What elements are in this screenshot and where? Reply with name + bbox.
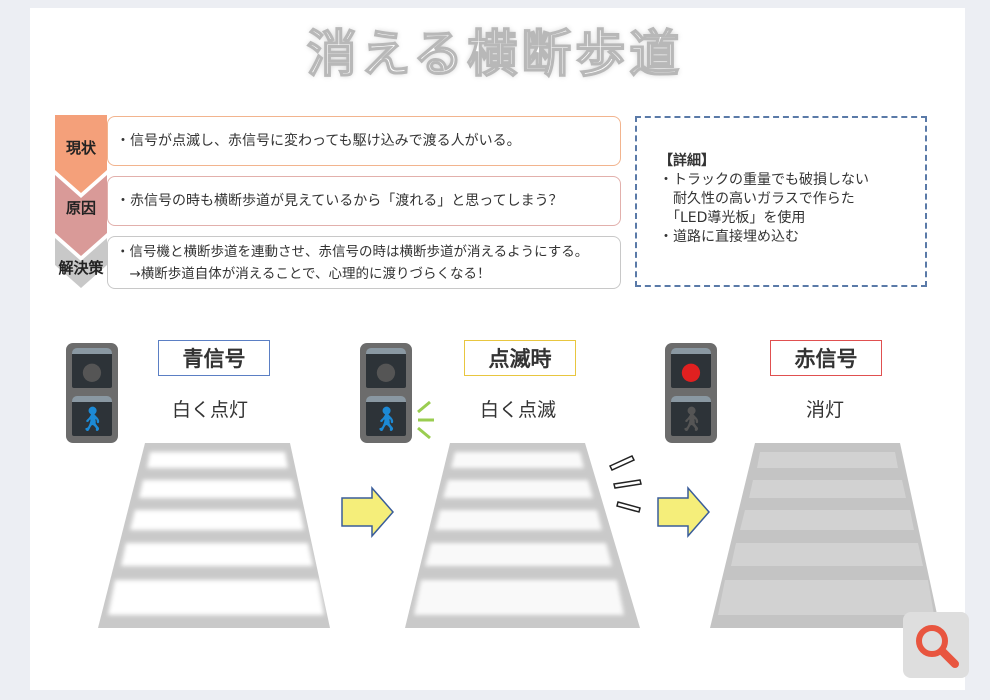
text-line: ・赤信号の時も横断歩道が見えているから「渡れる」と思ってしまう？ xyxy=(116,193,563,209)
tag-cause: 原因 xyxy=(65,199,96,217)
stage-sub-blink: 白く点滅 xyxy=(480,399,557,421)
pedestrian-walk-icon: 🚶︎ xyxy=(72,396,112,436)
tag-solution: 解決策 xyxy=(58,259,104,277)
crosswalk-blinking xyxy=(405,443,640,628)
stage-label-blink: 点滅時 xyxy=(464,340,576,376)
stage-sub-red: 消灯 xyxy=(806,399,845,421)
text-line: ・信号が点滅し、赤信号に変わっても駆け込みで渡る人がいる。 xyxy=(116,133,521,149)
traffic-light-green: ● 🚶︎ xyxy=(66,343,118,443)
pedestrian-stop-icon: ● xyxy=(366,348,406,388)
search-icon xyxy=(916,625,959,668)
crosswalk-lit xyxy=(98,443,330,628)
chevron-arrows xyxy=(55,115,107,288)
tag-current: 現状 xyxy=(65,139,96,157)
detail-line: 耐久性の高いガラスで作らた xyxy=(659,191,855,207)
detail-line: ・トラックの重量でも破損しない xyxy=(659,172,869,188)
pedestrian-walk-icon: 🚶︎ xyxy=(671,396,711,436)
arrow-right-icon xyxy=(341,486,394,538)
zoom-button[interactable] xyxy=(903,612,969,678)
detail-line: 「LED導光板」を使用 xyxy=(659,210,806,226)
detail-line: ・道路に直接埋め込む xyxy=(659,229,799,245)
crosswalk-off xyxy=(710,443,940,628)
stage-label-green: 青信号 xyxy=(158,340,270,376)
detail-heading: 【詳細】 xyxy=(659,153,715,169)
blink-lines-icon xyxy=(417,400,434,440)
text-line: ・信号機と横断歩道を連動させ、赤信号の時は横断歩道が消えるようにする。 xyxy=(116,243,589,260)
cause-box: ・赤信号の時も横断歩道が見えているから「渡れる」と思ってしまう？ xyxy=(107,176,621,226)
pedestrian-walk-icon: 🚶︎ xyxy=(366,396,406,436)
detail-box: 【詳細】 ・トラックの重量でも破損しない 耐久性の高いガラスで作らた 「LED導… xyxy=(635,116,927,287)
solution-box: ・信号機と横断歩道を連動させ、赤信号の時は横断歩道が消えるようにする。 →横断歩… xyxy=(107,236,621,289)
text-line: →横断歩道自体が消えることで、心理的に渡りづらくなる！ xyxy=(116,265,491,282)
traffic-light-red: ● 🚶︎ xyxy=(665,343,717,443)
page-title: 消える横断歩道 xyxy=(306,24,684,84)
arrow-right-icon xyxy=(657,486,710,538)
traffic-light-blinking: ● 🚶︎ xyxy=(360,343,412,443)
stage-sub-green: 白く点灯 xyxy=(172,399,249,421)
blink-marks-icon xyxy=(608,455,642,513)
stage-label-red: 赤信号 xyxy=(770,340,882,376)
pedestrian-stop-icon: ● xyxy=(72,348,112,388)
current-box: ・信号が点滅し、赤信号に変わっても駆け込みで渡る人がいる。 xyxy=(107,116,621,166)
pedestrian-stop-icon: ● xyxy=(671,348,711,388)
